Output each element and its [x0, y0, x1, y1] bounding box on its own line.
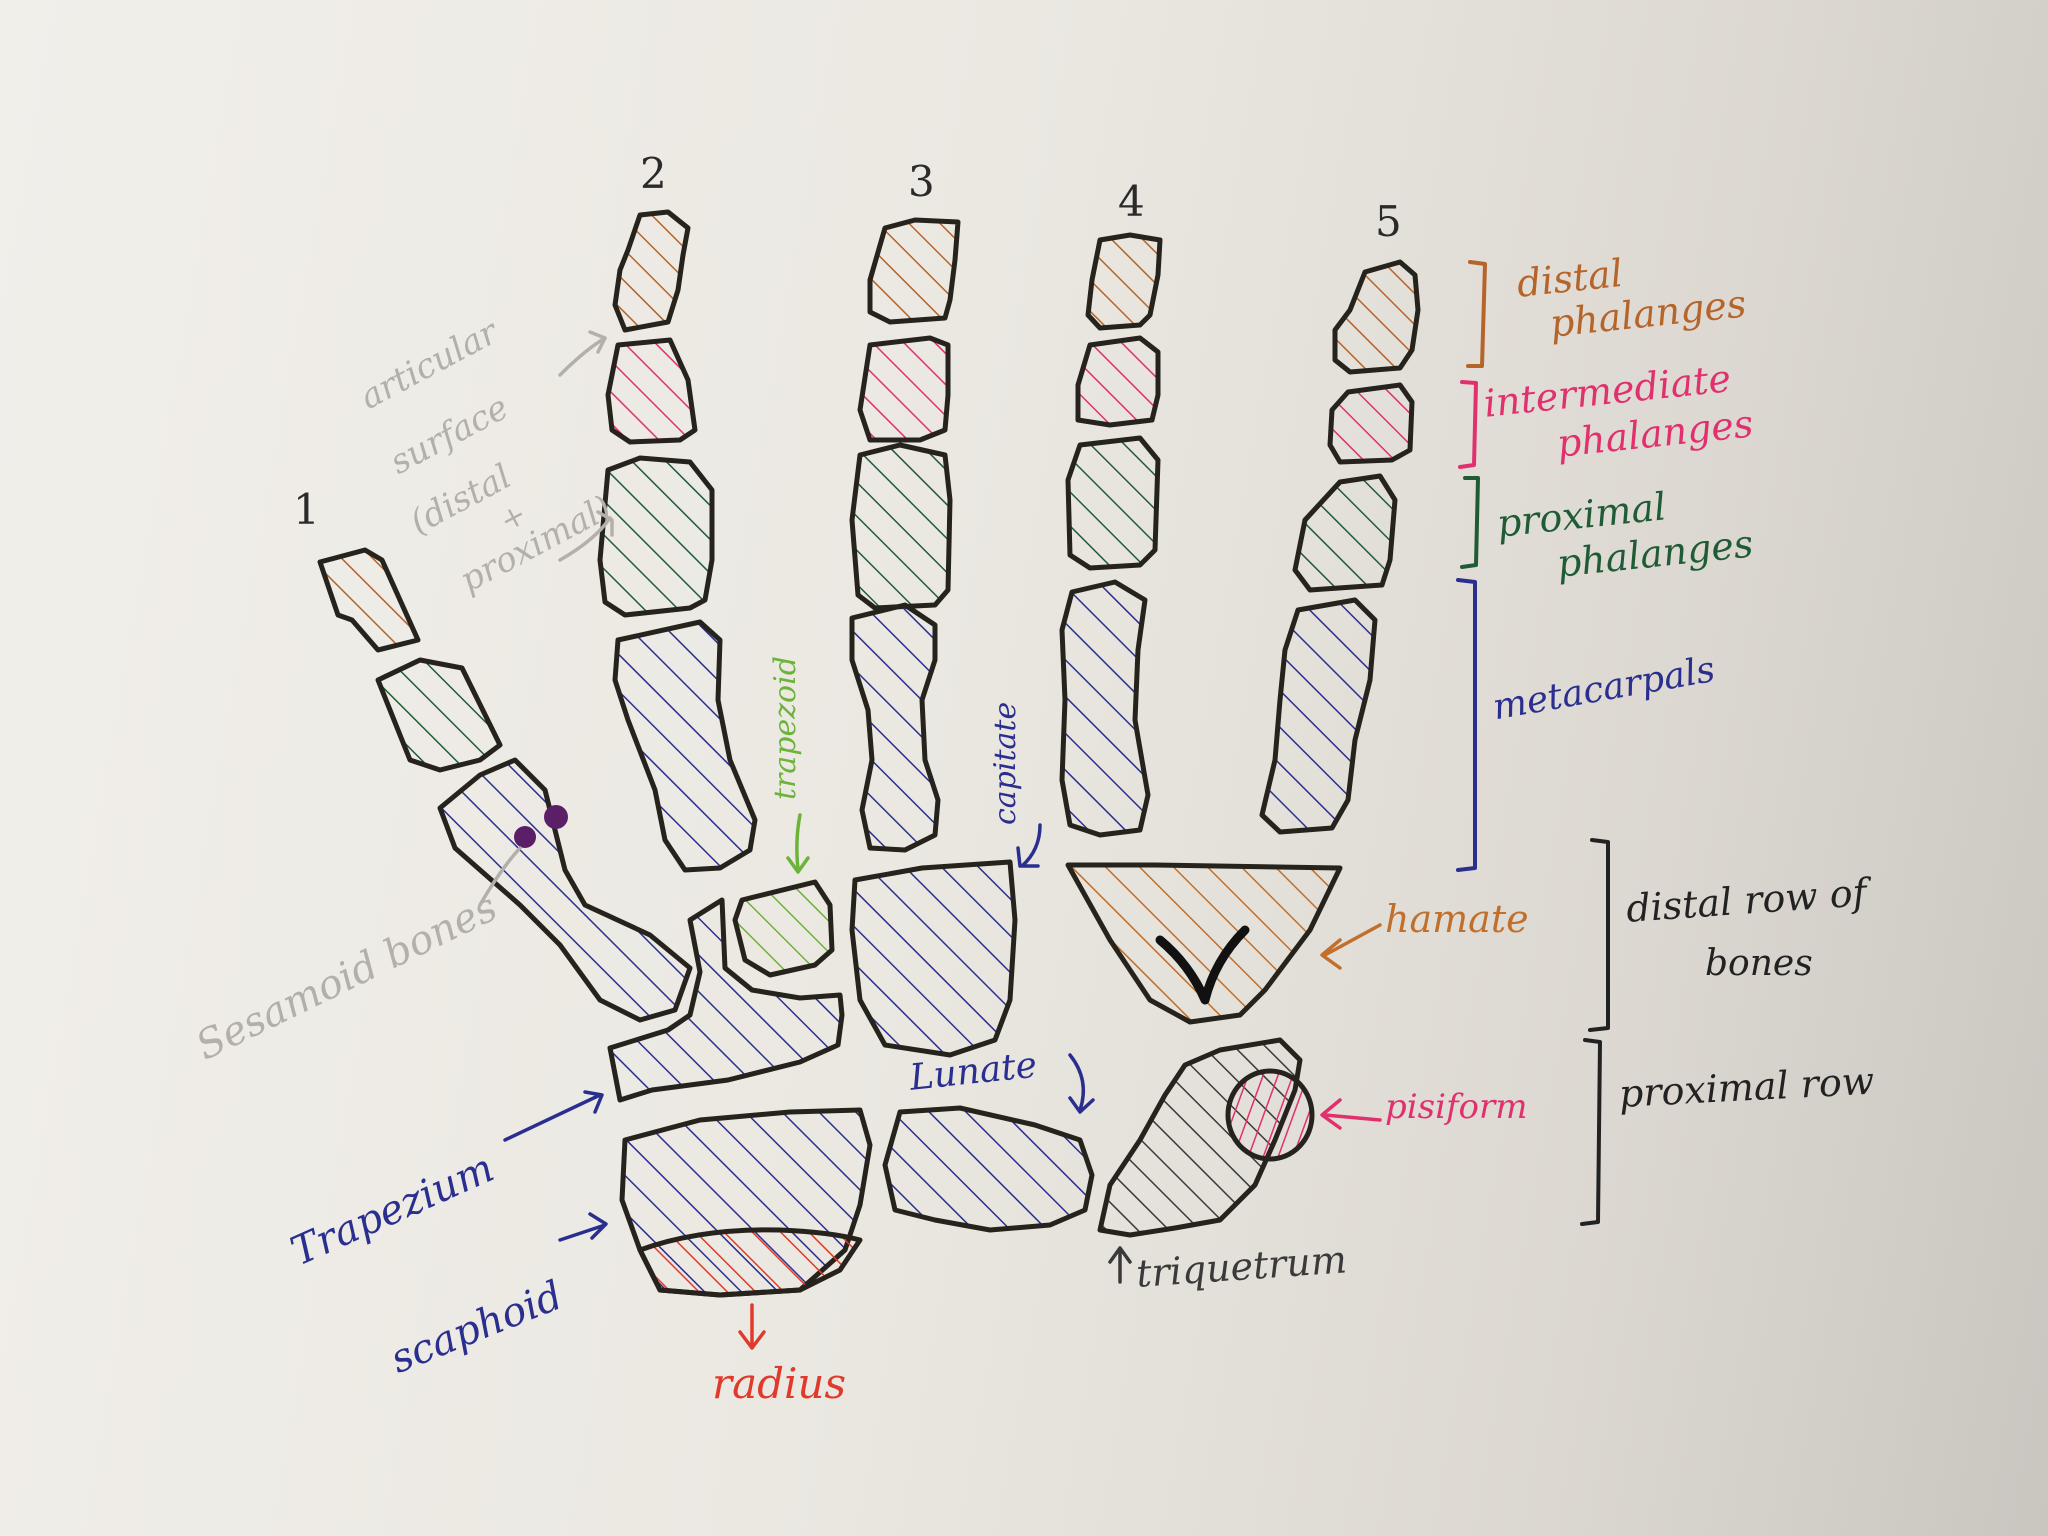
finger-number-2: 2 [640, 149, 667, 198]
thumb-proximal-phalanx [375, 657, 503, 773]
lunate-arrow [1068, 1053, 1095, 1114]
finger-5-metacarpal [1259, 597, 1378, 835]
pisiform-bone [1225, 1068, 1315, 1162]
trapezium-arrow [503, 1090, 604, 1142]
finger-5-proximal-phalanx [1292, 473, 1398, 593]
lunate-bone [882, 1105, 1095, 1233]
finger-4-ray [1059, 232, 1163, 838]
legend-distal-row-line-2: bones [1705, 943, 1813, 984]
hamate-label: hamate [1385, 897, 1529, 941]
finger-4-intermediate-phalanx [1075, 335, 1161, 428]
finger-number-1: 1 [293, 485, 320, 534]
finger-4-distal-phalanx [1085, 232, 1163, 331]
finger-4-proximal-phalanx [1065, 435, 1161, 571]
hamate-hook-mark [1155, 925, 1250, 1005]
finger-2-distal-phalanx [612, 209, 691, 333]
sesamoid-dot-2 [544, 805, 568, 829]
articular-arrow-lower [558, 510, 614, 562]
finger-3-intermediate-phalanx [857, 335, 951, 443]
carpal-bones [607, 859, 1343, 1298]
finger-5-distal-phalanx [1332, 259, 1421, 375]
finger-number-4: 4 [1118, 177, 1145, 226]
pisiform-arrow [1320, 1098, 1382, 1130]
radius-articular-surface [637, 1227, 863, 1298]
thumb-ray [317, 547, 693, 1023]
trapezoid-label: trapezoid [768, 656, 803, 800]
finger-3-proximal-phalanx [849, 442, 953, 611]
triquetrum-arrow [1108, 1246, 1132, 1284]
capitate-label: capitate [988, 701, 1023, 825]
finger-2-intermediate-phalanx [605, 337, 698, 445]
hamate-bone [1065, 862, 1343, 1025]
trapezium-bone [607, 897, 845, 1103]
finger-5-intermediate-phalanx [1327, 382, 1415, 465]
trapezoid-arrow [786, 813, 810, 874]
capitate-bone [849, 859, 1018, 1058]
scaphoid-arrow [558, 1212, 608, 1242]
bracket-intermediate [1458, 380, 1478, 469]
pointer-arrows [478, 330, 1382, 1350]
finger-3-distal-phalanx [867, 217, 961, 325]
sesamoid-arrow [478, 846, 522, 907]
hamate-arrow [1320, 923, 1382, 970]
legend-brackets [1456, 260, 1610, 1226]
finger-2-proximal-phalanx [597, 455, 715, 618]
bracket-metacarpals [1456, 578, 1477, 872]
radius-label: radius [712, 1359, 847, 1408]
radius-arrow [738, 1303, 766, 1350]
finger-3-metacarpal [849, 602, 941, 853]
pisiform-label: pisiform [1385, 1087, 1528, 1127]
bracket-distal [1466, 260, 1487, 368]
sesamoid-dot-1 [514, 826, 536, 848]
finger-2-metacarpal [612, 619, 758, 873]
bracket-proximal [1460, 476, 1480, 569]
capitate-arrow [1016, 823, 1042, 868]
bracket-proximal-row [1580, 1038, 1602, 1226]
thumb-distal-phalanx [317, 547, 421, 653]
bracket-distal-row [1588, 838, 1610, 1032]
articular-arrow-upper [558, 330, 607, 377]
finger-2-ray [597, 209, 758, 873]
trapezoid-bone [732, 879, 835, 978]
finger-number-3: 3 [908, 157, 935, 206]
thumb-metacarpal [437, 757, 693, 1023]
sesamoid-dots [514, 805, 568, 848]
finger-3-ray [849, 217, 961, 853]
finger-4-metacarpal [1059, 579, 1151, 838]
finger-5-ray [1259, 259, 1421, 835]
finger-number-5: 5 [1375, 197, 1402, 246]
